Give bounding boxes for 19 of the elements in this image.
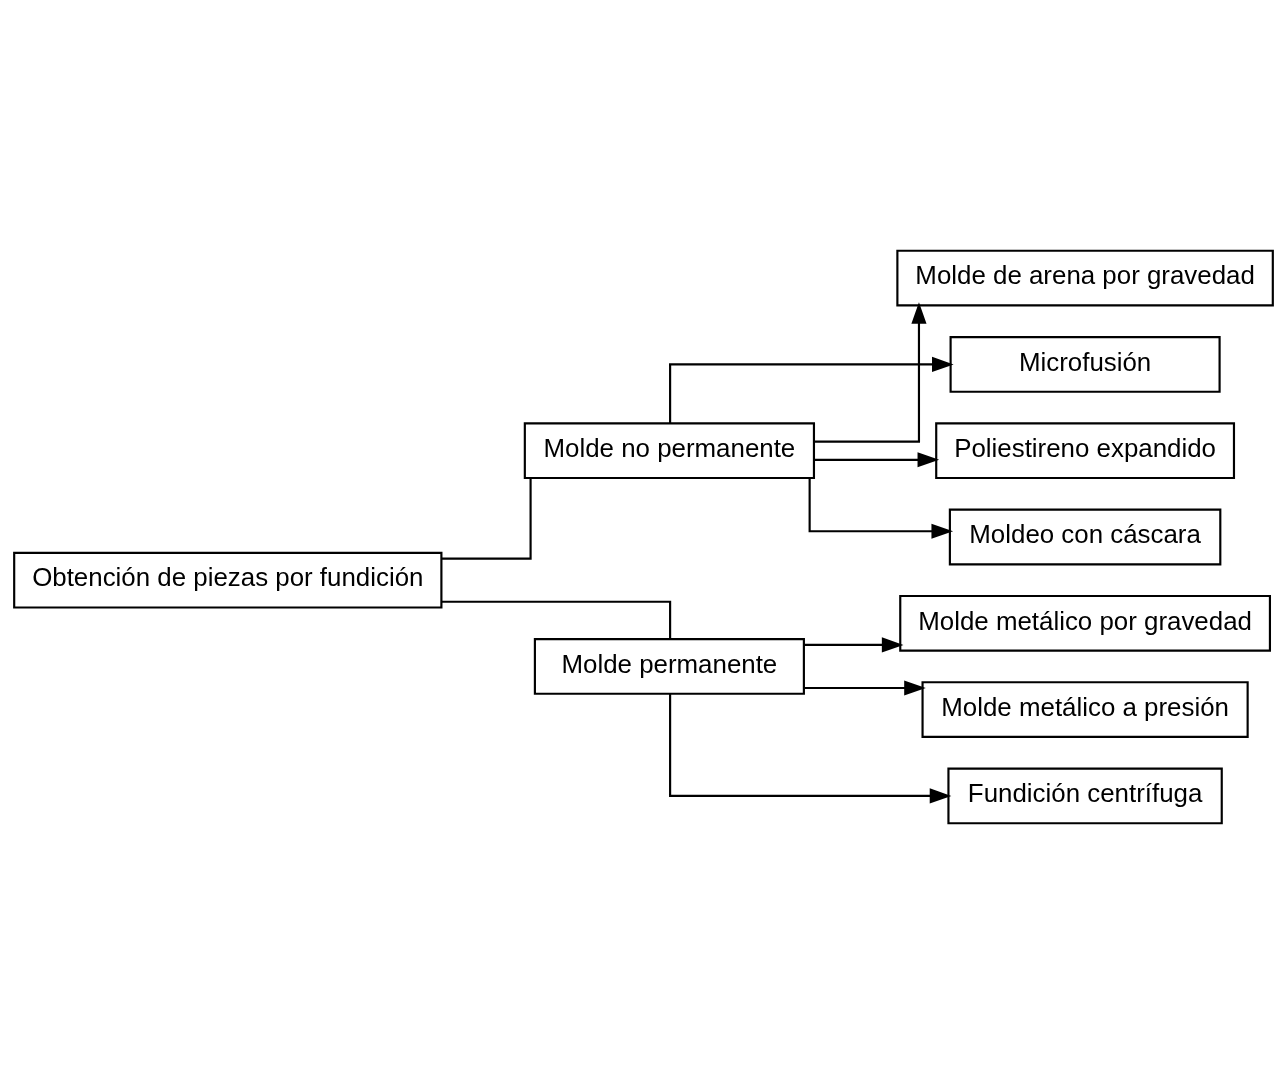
arrow — [669, 356, 954, 423]
node-box: Poliestireno expandido — [935, 422, 1236, 480]
arrow — [804, 680, 926, 696]
node-box: Molde permanente — [533, 638, 805, 695]
node-box: Obtención de piezas por fundición — [13, 551, 443, 609]
node-box: Microfusión — [949, 336, 1221, 393]
node-box: Molde de arena por gravedad — [896, 249, 1274, 307]
connector — [441, 600, 672, 639]
node-box: Molde metálico por gravedad — [899, 594, 1271, 652]
node-box: Molde no permanente — [523, 422, 816, 480]
arrow — [814, 302, 927, 443]
node-box: Moldeo con cáscara — [948, 508, 1222, 566]
arrow — [804, 637, 904, 653]
node-box: Molde metálico a presión — [921, 681, 1249, 739]
node-box: Fundición centrífuga — [947, 767, 1223, 825]
arrow — [814, 452, 940, 468]
arrow — [808, 478, 954, 539]
connector — [441, 478, 532, 560]
arrow — [669, 693, 952, 804]
